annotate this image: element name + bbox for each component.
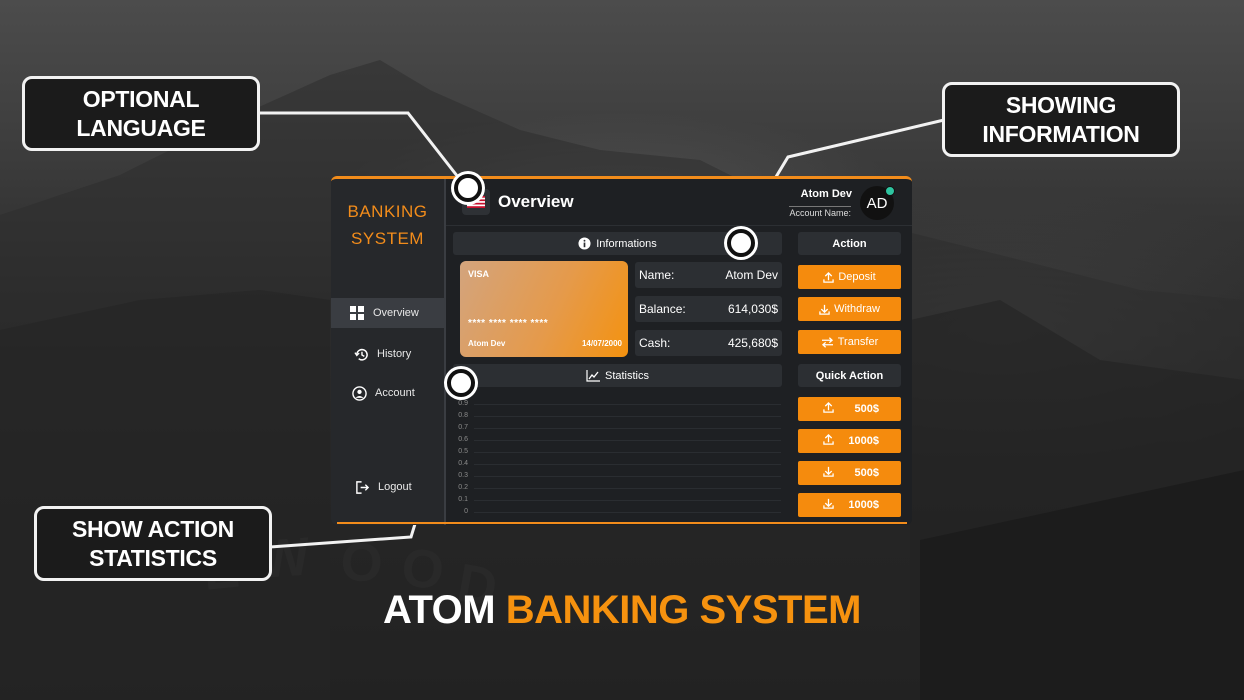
- grid-line: [474, 476, 781, 477]
- promo-title: ATOM BANKING SYSTEM: [0, 588, 1244, 633]
- svg-text:O: O: [399, 537, 447, 601]
- statistics-title: Statistics: [604, 369, 649, 382]
- sidebar: BANKING SYSTEM Overview History Account: [331, 179, 446, 525]
- quick-withdraw-500-button[interactable]: 500$: [798, 461, 901, 485]
- y-tick-label: 0.1: [458, 496, 468, 503]
- info-row-cash: Cash: 425,680$: [635, 330, 782, 356]
- download-icon: [823, 498, 834, 512]
- account-name: Atom Dev: [800, 188, 852, 200]
- informations-title: Informations: [596, 237, 657, 250]
- y-tick-label: 0.8: [458, 412, 468, 419]
- y-tick-label: 0: [464, 508, 468, 515]
- promo-title-word1: ATOM: [383, 588, 496, 632]
- header-bar: Overview Atom Dev Account Name: AD: [446, 179, 912, 226]
- grid-line: [474, 452, 781, 453]
- history-icon: [353, 346, 369, 362]
- quick-deposit-1000-button[interactable]: 1000$: [798, 429, 901, 453]
- card-holder: Atom Dev: [468, 339, 506, 348]
- quick-action-header: Quick Action: [798, 364, 901, 387]
- transfer-button[interactable]: Transfer: [798, 330, 901, 354]
- accent-underline: [337, 522, 907, 524]
- upload-icon: [823, 402, 834, 416]
- grid-line: [474, 440, 781, 441]
- brand-logo: BANKING SYSTEM: [347, 202, 428, 248]
- sidebar-item-overview[interactable]: Overview: [331, 298, 444, 328]
- quick-withdraw-1000-button[interactable]: 1000$: [798, 493, 901, 517]
- sidebar-item-label: Overview: [373, 307, 419, 319]
- statistics-header: Statistics: [453, 364, 782, 387]
- transfer-icon: [821, 336, 834, 348]
- callout-pin-statistics: [447, 369, 475, 397]
- download-icon: [823, 466, 834, 480]
- sidebar-item-label: History: [377, 348, 412, 360]
- sidebar-item-label: Account: [375, 387, 415, 399]
- grid-line: [474, 404, 781, 405]
- card-expiry: 14/07/2000: [581, 339, 622, 348]
- callout-pin-language: [454, 174, 482, 202]
- upload-icon: [823, 271, 835, 283]
- card-number: **** **** **** ****: [468, 318, 549, 329]
- action-header: Action: [798, 232, 901, 255]
- avatar[interactable]: AD: [860, 186, 894, 220]
- logout-button[interactable]: Logout: [331, 472, 444, 502]
- online-status-dot: [885, 186, 895, 196]
- logout-label: Logout: [378, 481, 412, 493]
- info-row-name: Name: Atom Dev: [635, 262, 782, 288]
- sidebar-item-account[interactable]: Account: [331, 378, 444, 408]
- download-icon: [819, 304, 830, 315]
- promo-title-word2: BANKING SYSTEM: [505, 588, 862, 632]
- grid-icon: [349, 305, 365, 321]
- info-row-balance: Balance: 614,030$: [635, 296, 782, 322]
- quick-deposit-500-button[interactable]: 500$: [798, 397, 901, 421]
- callout-showing-information: SHOWING INFORMATION: [942, 82, 1180, 157]
- callout-pin-information: [727, 229, 755, 257]
- chart-line-icon: [586, 369, 600, 382]
- y-tick-label: 0.7: [458, 424, 468, 431]
- statistics-chart: 0.9 0.8 0.7 0.6 0.5 0.4 0.3 0.2 0.1 0: [452, 388, 783, 525]
- y-tick-label: 0.3: [458, 472, 468, 479]
- y-tick-label: 0.5: [458, 448, 468, 455]
- y-tick-label: 0.4: [458, 460, 468, 467]
- credit-card: VISA **** **** **** **** Atom Dev 14/07/…: [460, 261, 628, 357]
- banking-app-window: BANKING SYSTEM Overview History Account: [331, 176, 912, 525]
- upload-icon: [823, 434, 834, 448]
- informations-header: Informations: [453, 232, 782, 255]
- deposit-button[interactable]: Deposit: [798, 265, 901, 289]
- callout-optional-language: OPTIONAL LANGUAGE: [22, 76, 260, 151]
- sidebar-item-history[interactable]: History: [331, 339, 444, 369]
- user-circle-icon: [351, 385, 367, 401]
- page-title: Overview: [498, 192, 574, 211]
- grid-line: [474, 500, 781, 501]
- grid-line: [474, 416, 781, 417]
- withdraw-button[interactable]: Withdraw: [798, 297, 901, 321]
- card-brand: VISA: [468, 269, 490, 279]
- y-tick-label: 0.9: [458, 400, 468, 407]
- grid-line: [474, 464, 781, 465]
- info-icon: [578, 237, 591, 250]
- y-tick-label: 0.6: [458, 436, 468, 443]
- grid-line: [474, 428, 781, 429]
- grid-line: [474, 488, 781, 489]
- account-name-label: Account Name:: [789, 206, 851, 218]
- y-tick-label: 0.2: [458, 484, 468, 491]
- grid-line: [474, 512, 781, 513]
- callout-show-action-statistics: SHOW ACTION STATISTICS: [34, 506, 272, 581]
- logout-icon: [354, 479, 370, 495]
